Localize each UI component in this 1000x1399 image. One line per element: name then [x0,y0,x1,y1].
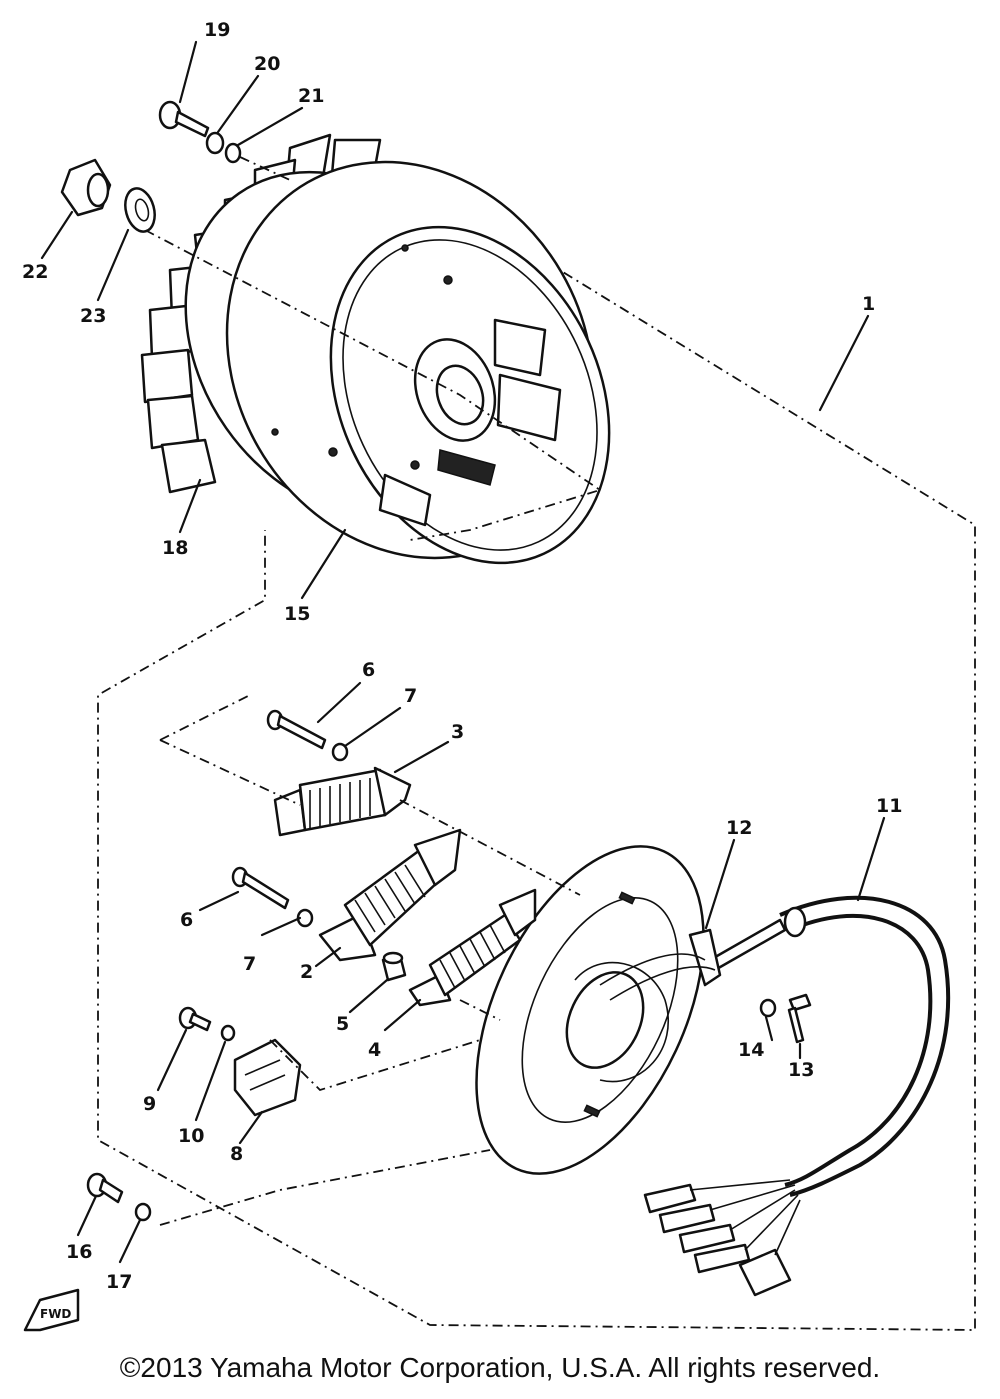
screw-and-washers [158,100,291,181]
callout-9: 9 [143,1093,156,1115]
callout-8: 8 [230,1143,243,1165]
callout-6-lower: 6 [180,909,193,931]
callout-12: 12 [726,817,752,839]
coil-2 [318,828,462,962]
callout-5: 5 [336,1013,349,1035]
coil-3 [273,766,412,837]
callout-2: 2 [300,961,313,983]
screw-6-lower [231,866,314,928]
callout-11: 11 [876,795,902,817]
copyright-notice: ©2013 Yamaha Motor Corporation, U.S.A. A… [119,1352,881,1383]
callout-16: 16 [66,1241,92,1263]
callout-23: 23 [80,305,106,327]
screw-6-upper [266,709,349,762]
callout-19: 19 [204,19,230,41]
callout-3: 3 [451,721,464,743]
callout-21: 21 [298,85,324,107]
wiring-harness [599,895,951,1297]
callout-1: 1 [862,293,875,315]
forward-arrow-icon: FWD [23,1288,80,1332]
exploded-parts-diagram: FWD 1 2 3 4 5 6 6 7 [22,19,976,1332]
callout-6-upper: 6 [362,659,375,681]
callout-13: 13 [788,1059,814,1081]
stator-base-plate [475,845,705,1175]
callout-20: 20 [254,53,280,75]
nut-and-washer [60,158,156,233]
callout-10: 10 [178,1125,204,1147]
callout-leaders [40,40,886,1264]
coil-4 [408,888,537,1007]
flywheel-rotor [140,133,611,565]
callout-18: 18 [162,537,188,559]
screw-16 [86,1172,152,1222]
fwd-label: FWD [40,1307,71,1321]
assembly-dash-lines [159,694,581,1226]
callout-4: 4 [368,1039,381,1061]
callout-17: 17 [106,1271,132,1293]
callout-22: 22 [22,261,48,283]
assembly-boundary [97,214,976,1331]
callout-7-lower: 7 [243,953,256,975]
callout-7-upper: 7 [404,685,417,707]
callout-14: 14 [738,1039,764,1061]
spacer-5 [381,951,407,982]
callout-numbers: 1 2 3 4 5 6 6 7 7 8 9 10 11 12 13 14 15 … [22,19,902,1293]
callout-15: 15 [284,603,310,625]
pickup-coil-8 [178,1006,302,1117]
